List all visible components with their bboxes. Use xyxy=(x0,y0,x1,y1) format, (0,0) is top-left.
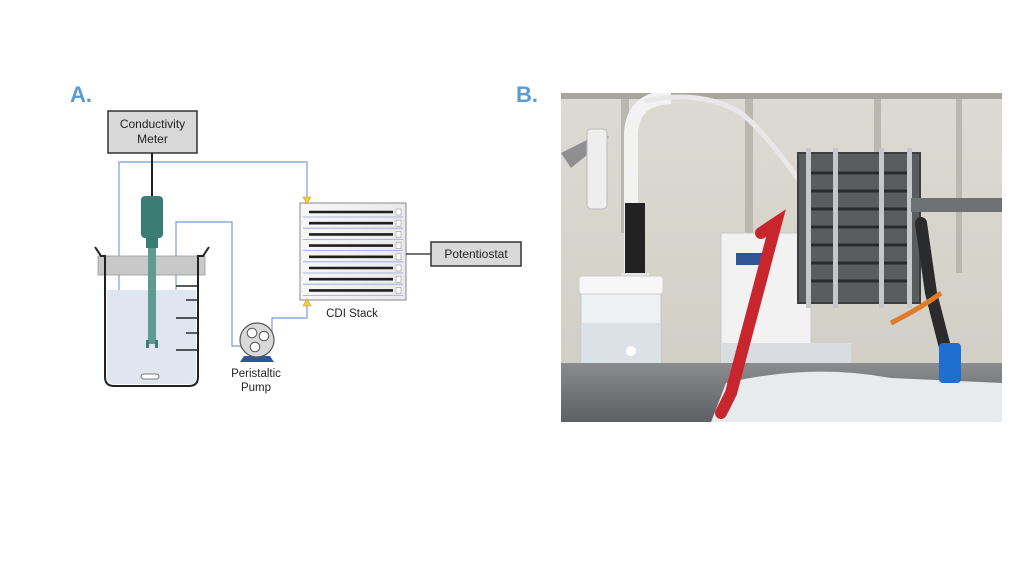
stack-tab xyxy=(395,275,402,283)
stack-tab xyxy=(395,287,402,294)
cdi-stack-label: CDI Stack xyxy=(326,308,378,320)
conductivity-meter-label-line2: Meter xyxy=(137,132,168,146)
pump-label-line1: Peristaltic xyxy=(231,368,281,380)
stack-tab xyxy=(395,231,402,238)
stack-tab xyxy=(395,208,402,216)
panel-a-label: A. xyxy=(70,82,92,107)
stack-tab xyxy=(395,253,402,261)
conductivity-meter-label-line1: Conductivity xyxy=(120,117,185,131)
cdi-stack: CDI Stack xyxy=(299,196,407,320)
potentiostat-label: Potentiostat xyxy=(444,247,508,261)
conductivity-meter: Conductivity Meter xyxy=(107,110,198,154)
setup-photograph xyxy=(561,93,1002,422)
peristaltic-pump: Peristaltic Pump xyxy=(231,322,281,394)
panel-b-label: B. xyxy=(516,82,538,107)
cdi-schematic: Conductivity Meter xyxy=(94,110,522,394)
pump-label-line2: Pump xyxy=(241,382,271,394)
stack-tab xyxy=(395,219,402,227)
stack-tab xyxy=(395,242,402,249)
potentiostat: Potentiostat xyxy=(430,241,522,267)
conductivity-probe xyxy=(141,196,163,348)
stack-tab xyxy=(395,264,402,272)
